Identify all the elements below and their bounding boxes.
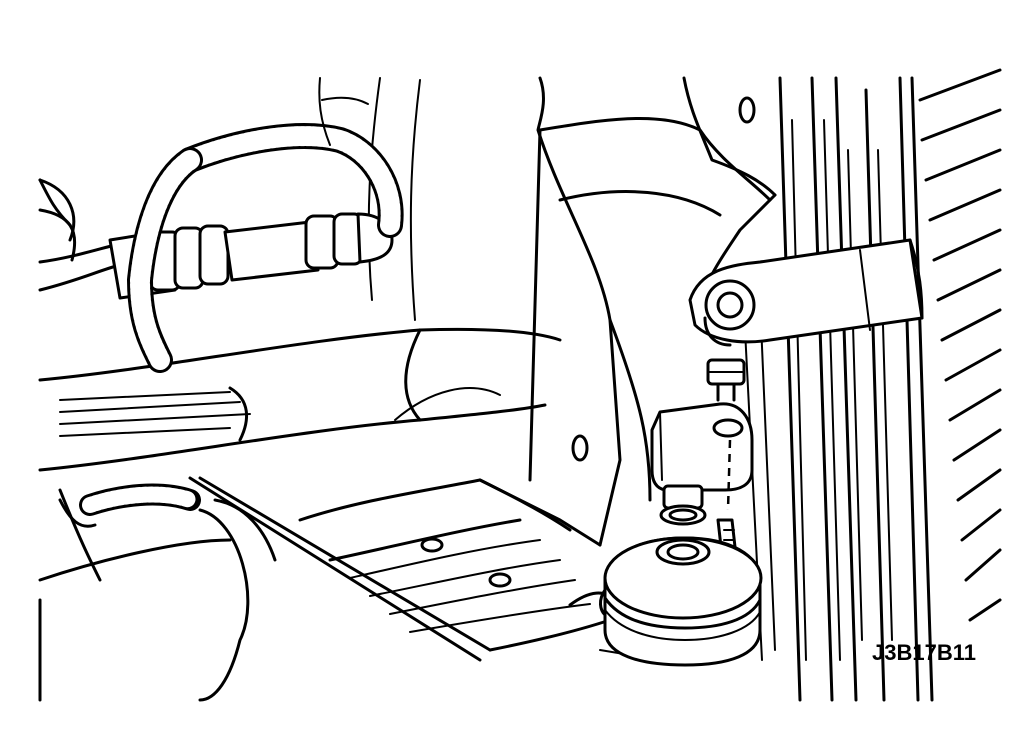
radiator-fins bbox=[918, 68, 1002, 622]
body-panel bbox=[367, 76, 777, 547]
block-fitting bbox=[650, 402, 754, 492]
lower-tray bbox=[188, 476, 661, 662]
drain-hole bbox=[488, 572, 512, 588]
receiver-dryer bbox=[599, 536, 763, 667]
mounting-hole bbox=[738, 96, 756, 124]
mounting-hole bbox=[571, 434, 589, 462]
reservoir bbox=[38, 488, 277, 702]
crossmember bbox=[38, 327, 562, 472]
figure-code: J3B17B11 bbox=[872, 640, 976, 665]
drain-hole bbox=[420, 537, 444, 553]
left-housing bbox=[38, 77, 369, 262]
ac-line-fitting bbox=[223, 220, 320, 282]
ac-hose-assembly bbox=[38, 178, 394, 300]
corrugated-loom bbox=[38, 123, 404, 373]
block-fitting-stud bbox=[706, 358, 746, 402]
condenser-core bbox=[744, 76, 934, 702]
bracket-bolt bbox=[703, 279, 756, 347]
lower-loom bbox=[58, 483, 201, 528]
o-ring-seal bbox=[659, 484, 707, 526]
